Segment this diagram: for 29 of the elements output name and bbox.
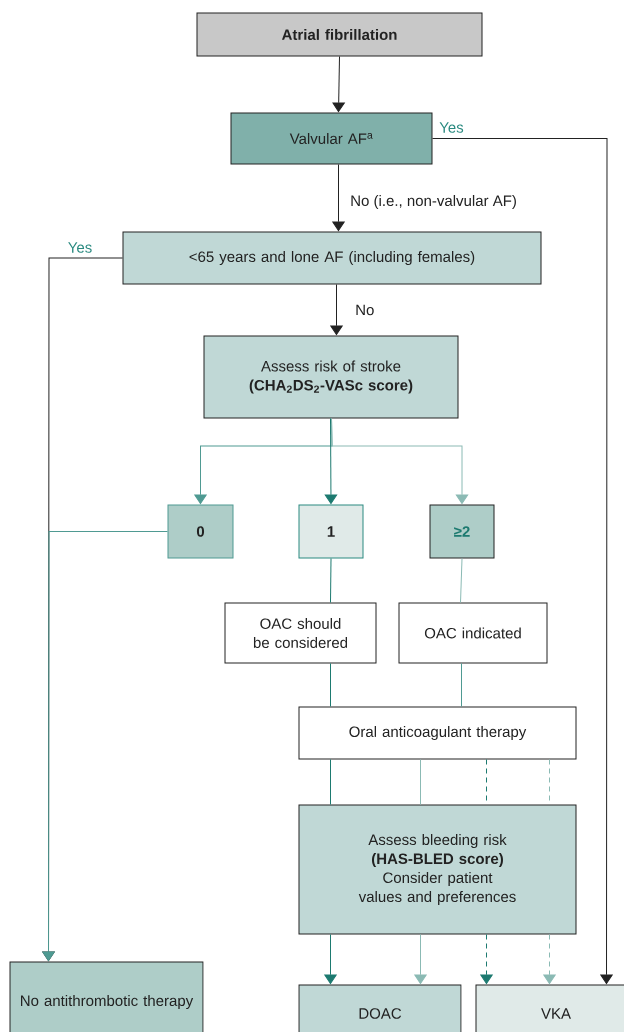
- score-box: 1: [298, 504, 364, 559]
- arrow: [42, 531, 168, 962]
- decision-box: Valvular AF$^{a}$: [230, 112, 433, 165]
- arrow: [332, 56, 345, 113]
- process-box: Assess risk of stroke (CHA$_{2}$DS$_{2}$-VASc score): [203, 335, 459, 419]
- edge-label: Yes: [66, 241, 94, 254]
- arrow: [414, 934, 427, 985]
- process-box: OAC indicated: [398, 602, 548, 664]
- score-box: ≥2: [429, 504, 495, 559]
- arrow: [332, 164, 345, 232]
- process-box: Assess bleeding risk (HAS-BLED score) Consider patient values and preferences: [298, 804, 577, 935]
- outcome-box: No antithrombotic therapy: [9, 961, 204, 1032]
- outcome-box: VKA: [475, 984, 624, 1032]
- arrow: [330, 284, 343, 336]
- arrow: [432, 138, 613, 985]
- arrow: [331, 418, 469, 505]
- arrow: [543, 934, 556, 985]
- arrow: [324, 418, 338, 505]
- edge-label: No (i.e., non-valvular AF): [349, 194, 518, 210]
- score-box: 0: [167, 504, 234, 559]
- start-box: Atrial fibrillation: [196, 12, 483, 57]
- process-box: OAC should be considered: [224, 602, 377, 664]
- arrow: [480, 934, 493, 985]
- edge-label: No: [354, 303, 376, 317]
- process-box: Oral anticoagulant therapy: [298, 706, 577, 760]
- arrow: [324, 934, 337, 985]
- decision-box: <65 years and lone AF (including females): [122, 231, 542, 285]
- outcome-box: DOAC: [298, 984, 462, 1032]
- edge-label: Yes: [438, 121, 465, 134]
